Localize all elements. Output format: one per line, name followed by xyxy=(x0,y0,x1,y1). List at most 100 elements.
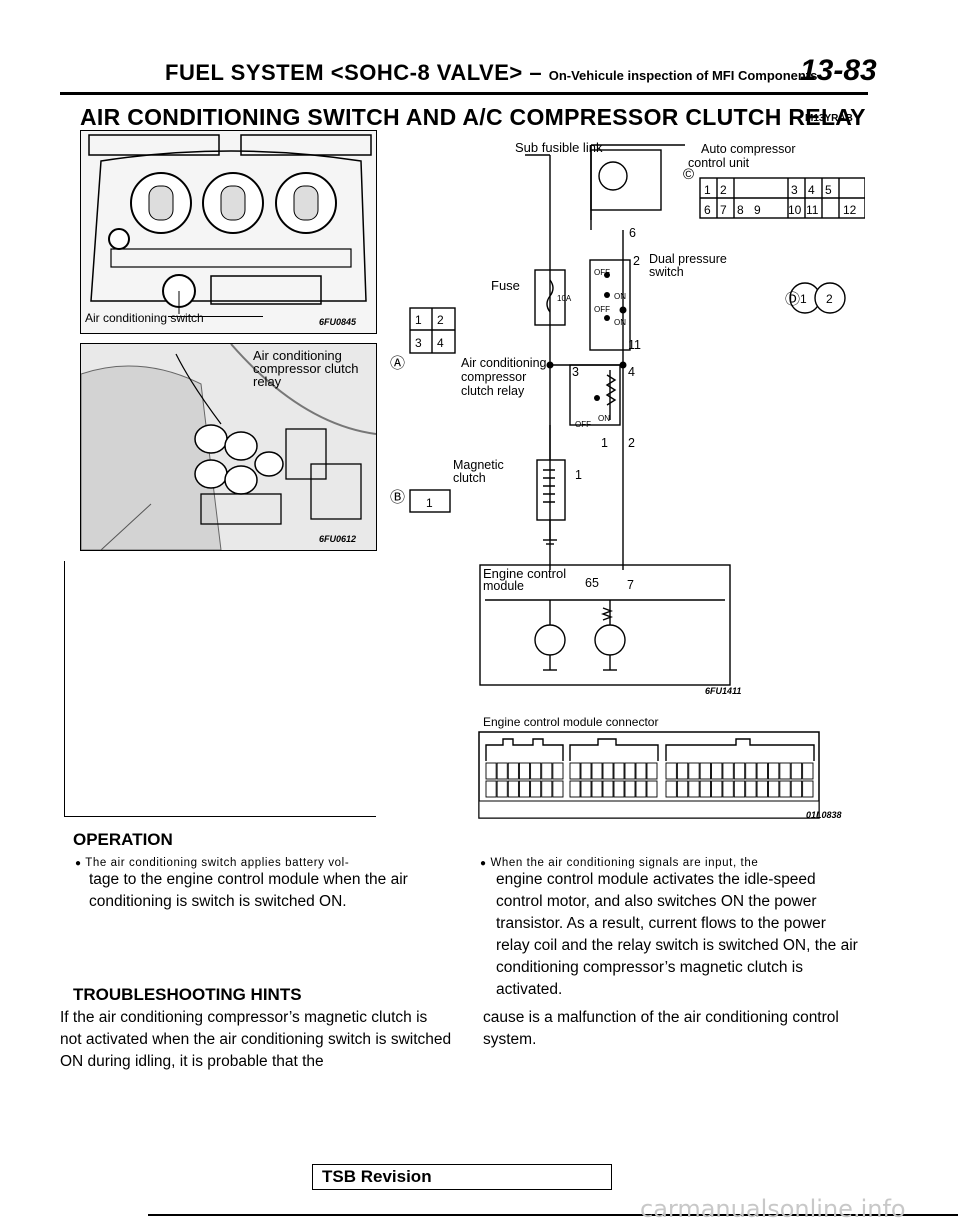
page-number: 13-83 xyxy=(800,54,877,87)
operation-heading: OPERATION xyxy=(73,830,173,849)
svg-text:5: 5 xyxy=(825,183,832,197)
bullet-icon: ● xyxy=(75,858,82,869)
connector-pin xyxy=(591,762,603,780)
svg-text:7: 7 xyxy=(720,203,727,217)
header-title: FUEL SYSTEM <SOHC-8 VALVE> – On-Vehicule… xyxy=(165,60,818,85)
pin-6: 6 xyxy=(629,226,636,240)
pin-3: 3 xyxy=(572,365,579,379)
connector-pin xyxy=(768,780,780,798)
diagram-code: 6FU1411 xyxy=(705,686,742,696)
operation-bullet-2-first: ● When the air conditioning signals are … xyxy=(480,857,759,869)
connector-pin xyxy=(635,762,647,780)
relay-label-3: clutch relay xyxy=(461,384,525,398)
fuse-rating: 10A xyxy=(557,294,572,303)
relay-label-1: Air conditioning xyxy=(461,356,547,370)
relay-photo: Air conditioning compressor clutch relay… xyxy=(80,343,377,551)
pin-2b: 2 xyxy=(628,436,635,450)
section-title: AIR CONDITIONING SWITCH AND A/C COMPRESS… xyxy=(80,104,866,130)
svg-text:10: 10 xyxy=(788,203,802,217)
ecm-connector: 01L0838 xyxy=(478,731,842,820)
connector-pin xyxy=(722,780,734,798)
connector-pin xyxy=(722,762,734,780)
header-rule xyxy=(60,92,868,95)
marker-d: Ⓓ xyxy=(785,291,801,308)
connector-pin xyxy=(552,762,564,780)
svg-text:1: 1 xyxy=(415,313,422,327)
bullet-icon: ● xyxy=(480,858,487,869)
connector-pin xyxy=(665,780,677,798)
connector-pin xyxy=(624,762,636,780)
connector-pin xyxy=(602,762,614,780)
connector-pin xyxy=(569,780,581,798)
svg-text:6: 6 xyxy=(704,203,711,217)
svg-text:1: 1 xyxy=(704,183,711,197)
connector-pin xyxy=(756,780,768,798)
connector-pin xyxy=(530,780,542,798)
tsb-revision-box: TSB Revision xyxy=(312,1164,612,1190)
connector-pin xyxy=(733,780,746,798)
svg-text:2: 2 xyxy=(826,292,833,306)
connector-pin xyxy=(711,762,723,780)
operation-bullet-2-rest: engine control module activates the idle… xyxy=(496,871,858,998)
ac-switch-photo: Air conditioning switch 6FU0845 xyxy=(80,130,377,334)
connector-pin xyxy=(496,762,508,780)
connector-pin xyxy=(580,780,592,798)
svg-text:2: 2 xyxy=(437,313,444,327)
connector-code: 01L0838 xyxy=(806,810,842,820)
connector-pin xyxy=(802,762,814,780)
dual-pressure-label: Dual pressure xyxy=(649,252,727,266)
connector-pin xyxy=(665,762,677,780)
switch-label: switch xyxy=(649,265,684,279)
svg-text:1: 1 xyxy=(426,496,433,510)
operation-bullet-1-rest: tage to the engine control module when t… xyxy=(89,871,408,910)
pin-2: 2 xyxy=(633,254,640,268)
connector-pin xyxy=(745,780,757,798)
connector-pin xyxy=(699,762,711,780)
svg-text:4: 4 xyxy=(437,336,444,350)
operation-bullet-1: ● The air conditioning switch applies ba… xyxy=(75,857,450,913)
connector-pin xyxy=(790,762,803,780)
connector-pin xyxy=(779,780,791,798)
connector-pin xyxy=(699,780,711,798)
connector-pin xyxy=(756,762,768,780)
connector-pin xyxy=(613,780,625,798)
operation-bullet-1-first: ● The air conditioning switch applies ba… xyxy=(75,857,350,869)
clutch-label: clutch xyxy=(453,471,486,485)
svg-text:8: 8 xyxy=(737,203,744,217)
bottom-rule xyxy=(148,1214,958,1216)
marker-b: Ⓑ xyxy=(390,489,406,506)
connector-pin xyxy=(530,762,542,780)
control-unit-label: control unit xyxy=(688,156,750,170)
connector-pin xyxy=(646,762,658,780)
connector-pin xyxy=(688,780,700,798)
connector-pin xyxy=(485,780,497,798)
troubleshooting-right: cause is a malfunction of the air condit… xyxy=(483,1009,839,1048)
photo2-code: 6FU0612 xyxy=(319,534,357,544)
ecm-label-2: module xyxy=(483,579,524,593)
connector-pin xyxy=(646,780,658,798)
marker-a: Ⓐ xyxy=(390,355,406,372)
operation-bullet-2: ● When the air conditioning signals are … xyxy=(480,857,858,1001)
sub-fusible-link: Sub fusible link xyxy=(515,140,603,155)
on-label-2: ON xyxy=(614,318,626,327)
off-label-1: OFF xyxy=(594,268,610,277)
svg-text:3: 3 xyxy=(415,336,422,350)
connector-pin xyxy=(779,762,791,780)
connector-pin xyxy=(602,780,614,798)
pin-11: 11 xyxy=(628,338,641,352)
connector-pin xyxy=(802,780,814,798)
connector-pin xyxy=(790,780,803,798)
connector-pin xyxy=(676,780,689,798)
fuse-label: Fuse xyxy=(491,278,520,293)
frame-left-line xyxy=(64,561,65,816)
connector-title: Engine control module connector xyxy=(483,715,659,729)
section-code: M13YRAB xyxy=(805,113,853,124)
connector-pin xyxy=(745,762,757,780)
relay-label-2: compressor xyxy=(461,370,527,384)
svg-text:2: 2 xyxy=(720,183,727,197)
connector-pin xyxy=(569,762,581,780)
connector-pin xyxy=(552,780,564,798)
on-label-1: ON xyxy=(614,292,626,301)
on-label-3: ON xyxy=(598,414,610,423)
